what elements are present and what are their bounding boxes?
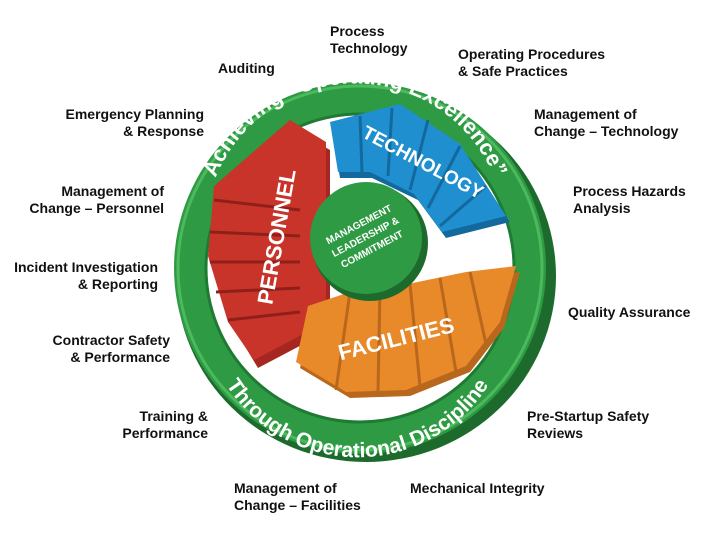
label-line: Technology (330, 40, 408, 56)
label-process-hazards: Process Hazards Analysis (573, 183, 686, 217)
label-pre-startup: Pre-Startup Safety Reviews (527, 408, 649, 442)
label-training: Training & Performance (122, 408, 208, 442)
label-line: Pre-Startup Safety (527, 408, 650, 424)
label-line: Reviews (527, 425, 584, 441)
label-moc-facilities: Management of Change – Facilities (234, 480, 361, 514)
label-line: & Performance (70, 349, 170, 365)
label-incident-investigation: Incident Investigation & Reporting (14, 259, 158, 293)
label-line: Management of (234, 480, 337, 496)
center-hub (310, 182, 422, 294)
label-line: Change – Personnel (29, 200, 164, 216)
label-auditing: Auditing (218, 60, 275, 77)
label-moc-technology: Management of Change – Technology (534, 106, 678, 140)
label-line: Training & (139, 408, 208, 424)
label-line: & Reporting (77, 276, 158, 292)
technology-segment (330, 104, 510, 238)
label-line: Performance (122, 425, 208, 441)
label-quality-assurance: Quality Assurance (568, 304, 690, 321)
label-line: Process (330, 23, 385, 39)
label-operating-procedures: Operating Procedures & Safe Practices (458, 46, 605, 80)
label-line: Management of (61, 183, 164, 199)
label-moc-personnel: Management of Change – Personnel (29, 183, 164, 217)
outer-ring-highlight (176, 84, 544, 452)
label-process-technology: Process Technology (330, 23, 408, 57)
label-line: Operating Procedures (458, 46, 606, 62)
label-line: & Response (123, 123, 204, 139)
label-line: & Safe Practices (458, 63, 568, 79)
label-line: Incident Investigation (14, 259, 158, 275)
label-line: Process Hazards (573, 183, 686, 199)
personnel-segment (208, 120, 330, 368)
label-line: Analysis (573, 200, 631, 216)
label-line: Contractor Safety (52, 332, 170, 348)
label-line: Emergency Planning (65, 106, 204, 122)
label-mechanical-integrity: Mechanical Integrity (410, 480, 545, 497)
label-contractor-safety: Contractor Safety & Performance (53, 332, 170, 366)
label-line: Mechanical Integrity (410, 480, 545, 496)
label-line: Change – Facilities (234, 497, 361, 513)
label-line: Quality Assurance (568, 304, 691, 320)
label-line: Change – Technology (534, 123, 679, 139)
label-line: Management of (534, 106, 637, 122)
label-line: Auditing (218, 60, 275, 76)
label-emergency-planning: Emergency Planning & Response (66, 106, 204, 140)
